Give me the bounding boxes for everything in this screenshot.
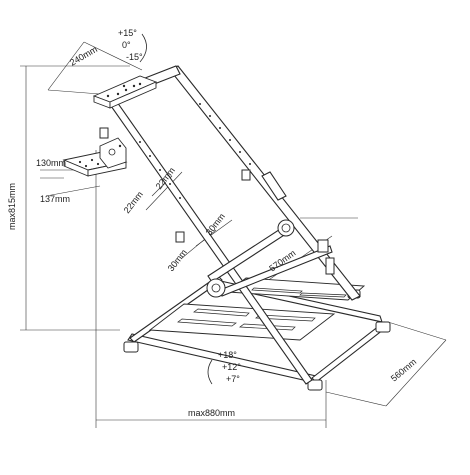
lower-tray [148,303,336,341]
label-stand-tilt-18: +18° [218,350,237,360]
label-pedal-plate-height: 130mm [36,158,66,168]
angle-arrows [139,33,213,385]
label-pedal-plate-width: 137mm [40,194,70,204]
label-wheel-tilt-plus: +15° [118,28,137,38]
label-stand-tilt-7: +7° [226,374,240,384]
clamp-right [317,239,329,253]
label-tube-b: 22mm [122,189,145,215]
stand-tilt-arrow [207,359,213,385]
label-tube-d: 30mm [166,247,189,273]
foot-rear-right [375,321,391,333]
clamp-mid [241,169,251,181]
left-pivot-knob [206,278,226,298]
label-max-height: max815mm [7,183,17,230]
label-wheel-plate-width: 240mm [68,44,99,68]
label-wheel-tilt-minus: -15° [126,52,143,62]
foot-front-right [307,379,323,391]
label-tube-c: 30mm [204,211,227,237]
pedal-plate [62,137,128,177]
foot-front-left [123,341,139,353]
label-stand-tilt-12: +12° [222,362,241,372]
clamp-left [175,231,185,243]
rear-bracket [325,257,335,275]
base-frame [127,275,389,383]
wheel-plate [92,75,158,109]
label-base-depth: 560mm [389,357,418,384]
right-pivot-knob [277,219,295,237]
main-frame [99,65,361,385]
clamp-top [99,127,109,139]
wheel-tilt-arrow [139,33,147,63]
label-wheel-tilt-zero: 0° [122,40,131,50]
label-max-length: max880mm [188,408,235,418]
